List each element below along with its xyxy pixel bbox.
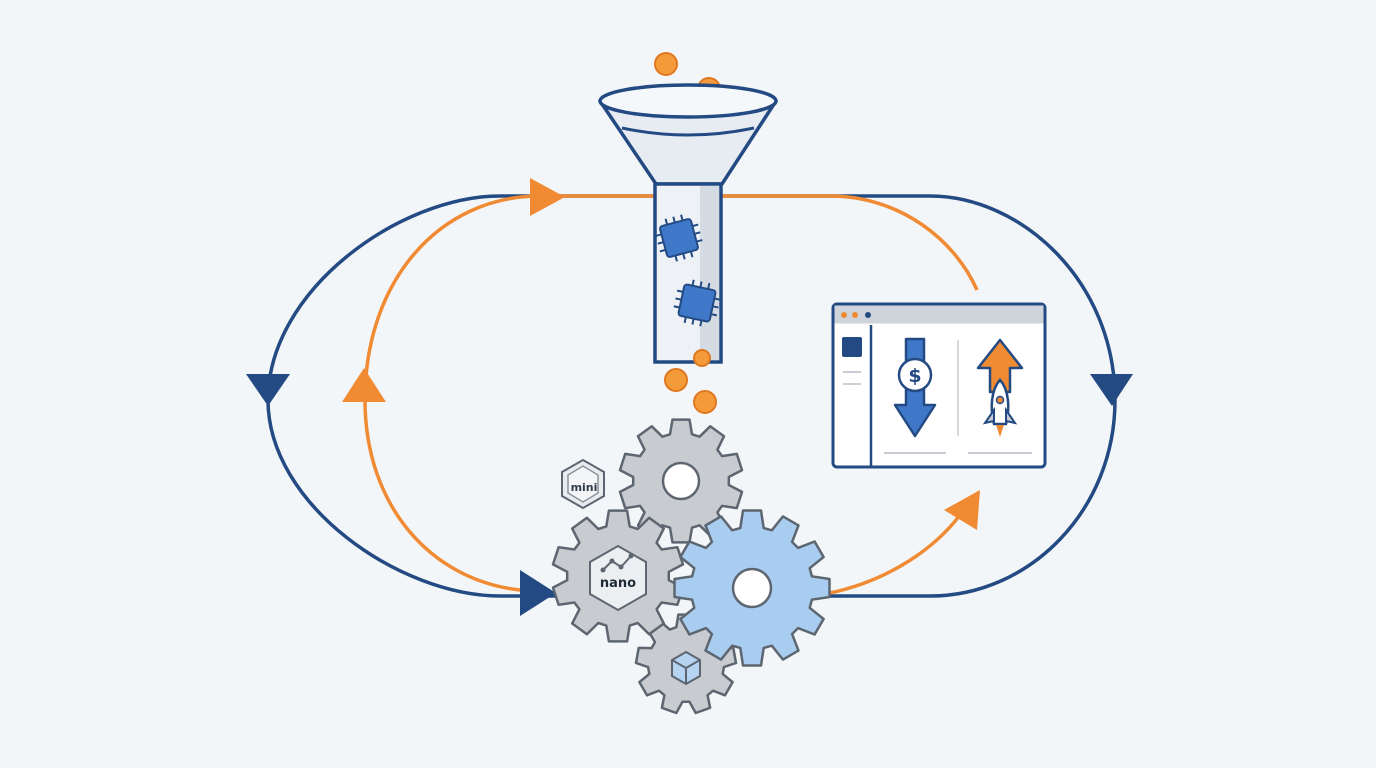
mini-model-badge: mini (561, 458, 605, 510)
rocket-flame (996, 425, 1004, 437)
outer-loop (246, 194, 1133, 616)
nano-label: nano (600, 576, 636, 591)
outer-loop-arrow-right (1090, 374, 1133, 406)
funnel-band (621, 126, 755, 137)
output-dot (693, 349, 711, 367)
window-dot-close (841, 312, 847, 318)
input-dot (654, 52, 678, 76)
funnel-rim (598, 83, 778, 119)
gear-icon-top-hole (661, 461, 701, 501)
inner-loop-top-right-path (720, 194, 979, 291)
inner-loop-arrow-top (530, 178, 565, 216)
window-frame (831, 302, 1047, 469)
nano-badge-hex (589, 544, 647, 612)
dollar-symbol: $ (908, 365, 921, 387)
rocket-up-arrow-icon (976, 338, 1024, 437)
inner-loop-bottom-right-path (829, 513, 962, 595)
rocket-window (995, 395, 1005, 405)
output-dot (664, 368, 688, 392)
inner-loop (342, 178, 980, 595)
inner-loop-arrow-left (342, 368, 386, 402)
window-dot-max (865, 312, 871, 318)
mini-label: mini (571, 481, 598, 494)
dollar-down-arrow-icon: $ (893, 337, 937, 438)
gear-icon-main-hole (731, 567, 773, 609)
trend-line-icon (602, 555, 632, 571)
outer-loop-arrow-left (246, 374, 290, 406)
outer-loop-path (266, 194, 1117, 598)
outer-loop-arrow-bottom (520, 570, 556, 616)
window-dot-min (852, 312, 858, 318)
funnel-tube-shade (700, 186, 719, 360)
gear-icon-main (673, 509, 831, 667)
inner-loop-arrow-bottom-right (944, 490, 980, 530)
sidebar-block (842, 337, 862, 357)
chip-icon (673, 279, 721, 327)
cube-icon (671, 650, 701, 686)
app-window: $ (831, 302, 1047, 469)
funnel-icon (598, 52, 778, 414)
window-titlebar (834, 305, 1044, 324)
gear-icon-top (618, 418, 744, 544)
nano-model-badge: nano (589, 544, 647, 612)
chip-icon (655, 214, 703, 262)
output-dot (693, 390, 717, 414)
